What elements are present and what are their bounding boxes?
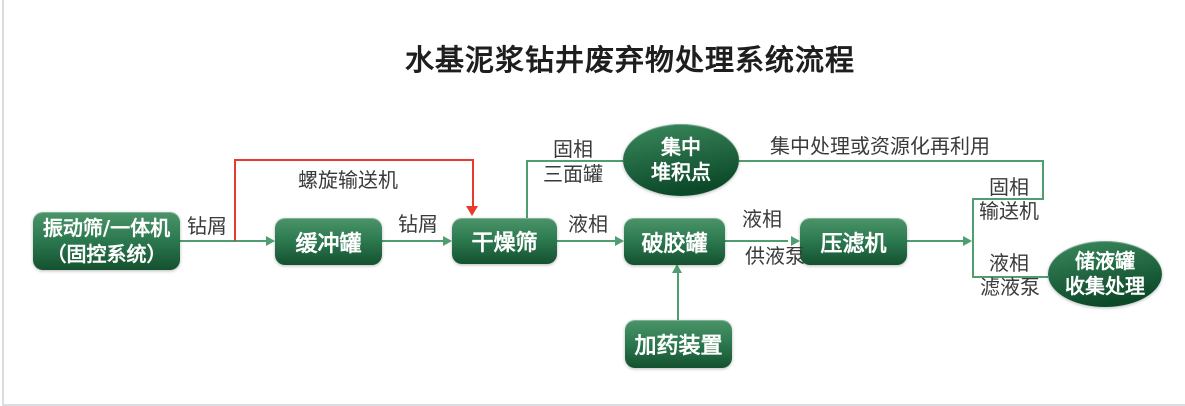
edge-buffer-to-drying (382, 240, 443, 242)
edge-bracket-to-storage (972, 276, 1048, 278)
label-filtrate-pump: 滤液泵 (980, 275, 1040, 299)
edge-stacking-to-reuse (739, 160, 1043, 162)
edge-split-bracket (972, 198, 974, 278)
arrowhead-to-press (791, 236, 800, 246)
label-feed-pump: 供液泵 (745, 244, 805, 268)
arrowhead-to-buffer (266, 236, 275, 246)
page-bottom-border (3, 404, 1185, 406)
label-liquid-phase-2: 液相 (742, 207, 782, 231)
diagram-title: 水基泥浆钻井废弃物处理系统流程 (405, 43, 856, 77)
node-buffer-tank-label: 缓冲罐 (295, 231, 362, 257)
label-conveyor: 输送机 (979, 199, 1039, 223)
node-dosing-device: 加药装置 (625, 320, 732, 368)
edge-shaker-to-buffer (180, 240, 268, 242)
label-liquid-phase-1: 液相 (568, 212, 608, 236)
arrowhead-recycle-down (466, 206, 478, 216)
label-centralized-reuse: 集中处理或资源化再利用 (770, 134, 990, 158)
node-filter-press: 压滤机 (800, 218, 907, 265)
node-drying-screen-label: 干燥筛 (471, 231, 538, 256)
edge-recycle-up (234, 160, 236, 241)
edge-recycle-top (234, 159, 474, 161)
node-storage-tank-line1: 储液罐 (1075, 249, 1135, 273)
node-shaker: 振动筛/一体机 （固控系统） (33, 212, 180, 270)
label-solid-phase-2: 固相 (989, 175, 1029, 199)
edge-drying-up (526, 161, 528, 218)
node-gel-breaking-tank: 破胶罐 (624, 218, 725, 265)
label-cuttings-1: 钻屑 (187, 214, 227, 238)
label-screw-conveyor: 螺旋输送机 (298, 168, 398, 192)
arrowhead-to-gel-bottom (672, 264, 682, 273)
edge-reuse-down (1042, 160, 1044, 200)
edge-dosing-up (677, 271, 679, 320)
label-liquid-phase-3: 液相 (989, 251, 1029, 275)
label-cuttings-2: 钻屑 (398, 212, 438, 236)
node-shaker-line1: 振动筛/一体机 (42, 215, 171, 240)
arrowhead-to-split (963, 236, 972, 246)
node-stacking-point: 集中 堆积点 (623, 124, 739, 196)
page-left-border (2, 0, 4, 406)
edge-press-to-bracket (907, 240, 963, 242)
node-stacking-point-line1: 集中 (661, 135, 701, 159)
label-three-sided-tank: 三面罐 (543, 162, 603, 186)
arrowhead-to-gel (615, 236, 624, 246)
arrowhead-to-drying (443, 236, 452, 246)
node-storage-tank: 储液罐 收集处理 (1048, 241, 1162, 307)
node-drying-screen: 干燥筛 (452, 218, 557, 264)
edge-solid-to-stacking (526, 160, 623, 162)
label-solid-phase-1: 固相 (553, 137, 593, 161)
node-buffer-tank: 缓冲罐 (275, 218, 382, 265)
edge-reuse-to-bracket (972, 198, 1044, 200)
node-storage-tank-line2: 收集处理 (1065, 274, 1145, 298)
node-stacking-point-line2: 堆积点 (651, 160, 711, 184)
node-filter-press-label: 压滤机 (820, 231, 887, 257)
edge-drying-to-gel (557, 240, 615, 242)
edge-gel-to-press (725, 240, 788, 242)
node-gel-breaking-tank-label: 破胶罐 (641, 231, 708, 257)
edge-recycle-down (472, 159, 474, 208)
node-dosing-device-label: 加药装置 (634, 334, 723, 359)
node-shaker-line2: （固控系统） (46, 242, 167, 266)
